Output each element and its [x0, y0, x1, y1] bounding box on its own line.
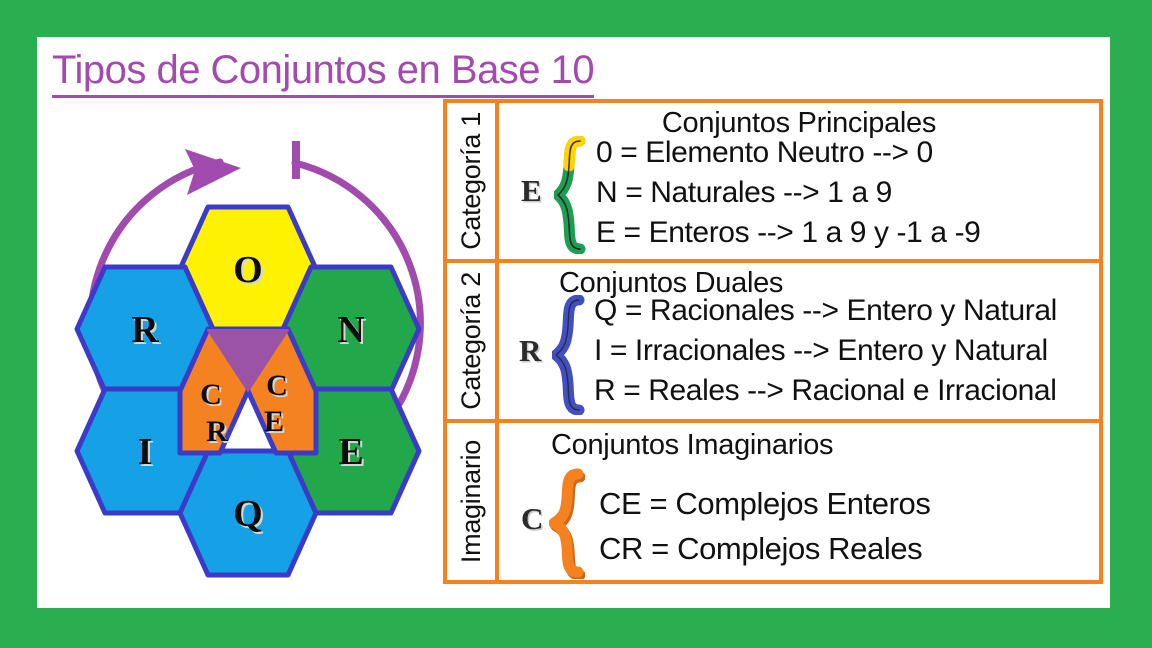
row-symbol: R	[519, 333, 542, 368]
row-item: Q = Racionales --> Entero y Natural	[594, 294, 1057, 327]
hex-label-cr-r: R	[206, 415, 228, 448]
row-body: Conjuntos Imaginarios C CE = Complejos E…	[499, 423, 1099, 580]
row-items: Q = Racionales --> Entero y Natural I = …	[594, 291, 1057, 411]
row-item: I = Irracionales --> Entero y Natural	[594, 334, 1048, 367]
brace-icon	[548, 467, 586, 580]
row-side-label: Categoría 1	[447, 103, 499, 259]
hex-label-ce-e: E	[264, 405, 284, 438]
row-item: N = Naturales --> 1 a 9	[596, 176, 892, 209]
hex-wedge-purple	[207, 329, 289, 392]
row-heading: Conjuntos Principales	[661, 107, 937, 139]
row-side-label-text: Categoría 2	[455, 272, 486, 410]
hex-label-ce-c: C	[266, 369, 288, 402]
row-items: 0 = Elemento Neutro --> 0 N = Naturales …	[596, 133, 981, 253]
hex-label-o: O	[233, 249, 263, 291]
row-item: CR = Complejos Reales	[599, 531, 923, 566]
row-item: R = Reales --> Racional e Irracional	[594, 374, 1057, 407]
row-side-label: Imaginario	[447, 423, 499, 580]
hex-label-e: E	[338, 431, 363, 473]
row-heading: Conjuntos Duales	[559, 267, 784, 299]
row-side-label: Categoría 2	[447, 263, 499, 419]
hexagon-set-diagram: O R N I E Q C R C E	[45, 107, 455, 602]
hex-label-i: I	[138, 431, 153, 473]
row-side-label-text: Imaginario	[455, 439, 486, 564]
row-body: Conjuntos Duales R Q = Racionales --> En…	[499, 263, 1099, 419]
row-item: CE = Complejos Enteros	[599, 486, 931, 521]
row-items: CE = Complejos Enteros CR = Complejos Re…	[599, 481, 931, 571]
row-symbol: E	[521, 173, 542, 208]
row-side-label-text: Categoría 1	[455, 112, 486, 250]
row-item: E = Enteros --> 1 a 9 y -1 a -9	[596, 216, 981, 249]
row-item: 0 = Elemento Neutro --> 0	[596, 136, 933, 169]
row-heading: Conjuntos Imaginarios	[551, 429, 834, 461]
table-row: Categoría 2 Conjuntos Duales R Q = Racio…	[447, 263, 1099, 423]
table-row: Categoría 1 Conjuntos Principales E 0 = …	[447, 103, 1099, 263]
row-symbol: C	[521, 501, 544, 536]
brace-icon	[550, 294, 586, 419]
hex-label-n: N	[337, 309, 364, 351]
hex-label-cr-c: C	[200, 378, 222, 411]
hex-label-q: Q	[233, 493, 263, 535]
white-content-panel: Tipos de Conjuntos en Base 10	[37, 37, 1110, 608]
row-body: Conjuntos Principales E 0 = Elemento Neu…	[499, 103, 1099, 259]
page-title: Tipos de Conjuntos en Base 10	[52, 47, 595, 98]
table-row: Imaginario Conjuntos Imaginarios C CE = …	[447, 423, 1099, 580]
hex-label-r: R	[131, 309, 159, 351]
brace-icon	[552, 135, 588, 259]
categories-table: Categoría 1 Conjuntos Principales E 0 = …	[443, 99, 1103, 584]
